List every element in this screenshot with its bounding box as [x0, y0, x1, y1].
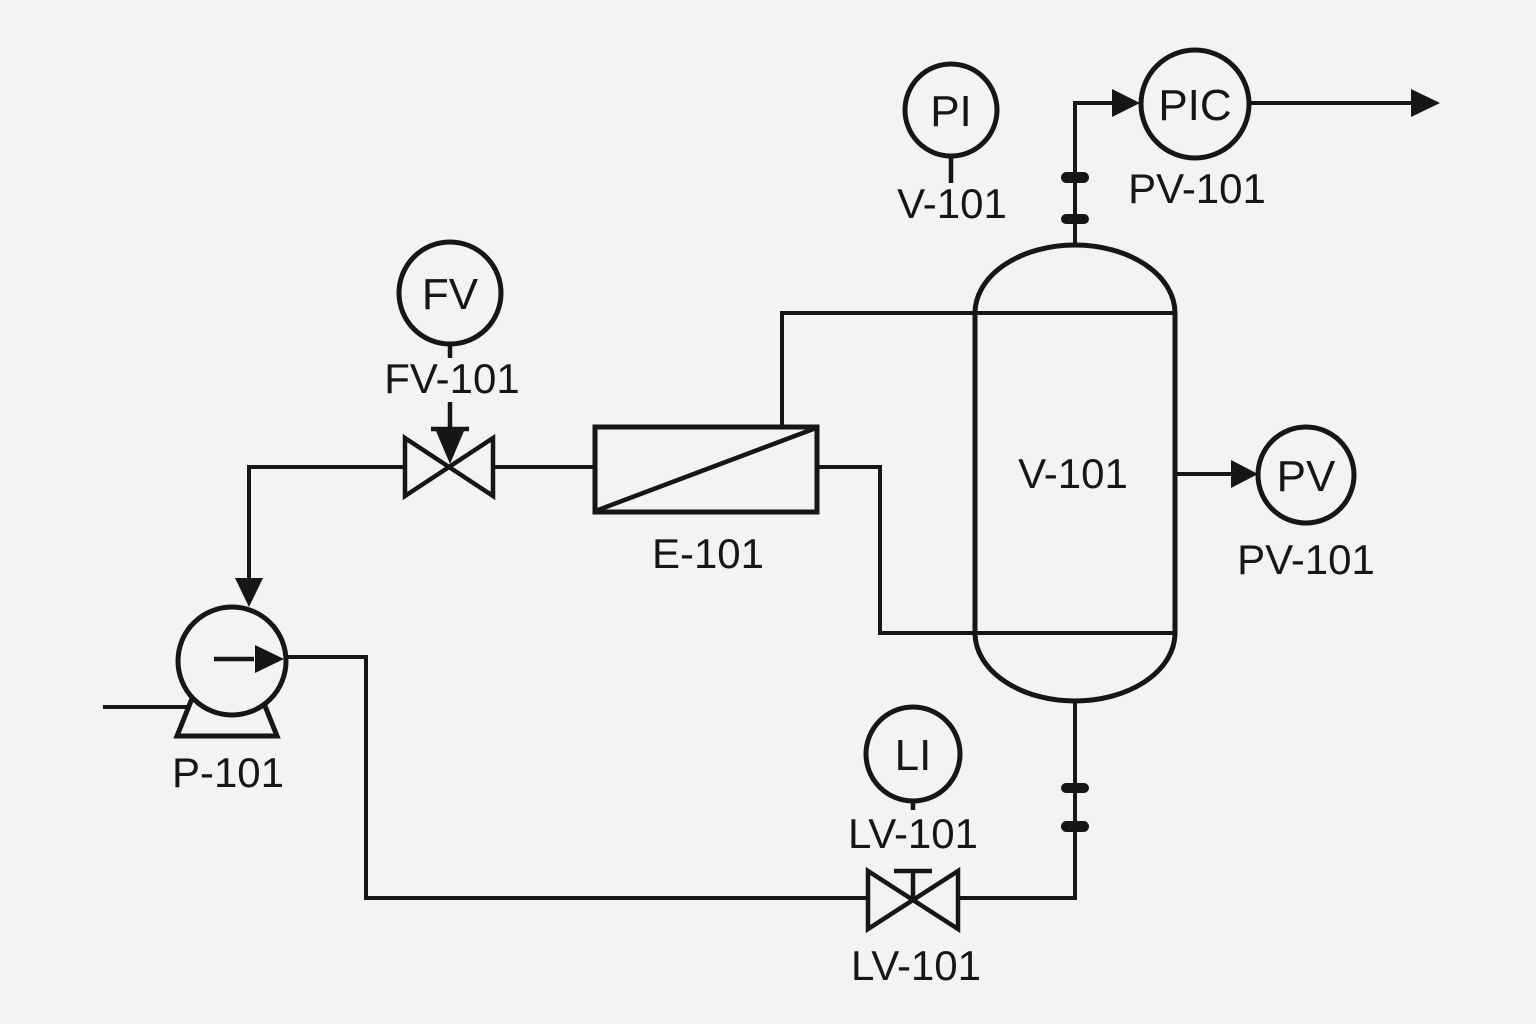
instrument-bubble	[902, 61, 1000, 159]
instrument-pi: PI V-101	[897, 61, 1007, 227]
vessel-label: V-101	[1018, 450, 1128, 497]
instrument-li: LI LV-101	[848, 704, 978, 857]
pipe-exchanger-to-vessel-bottom	[817, 465, 1175, 635]
instrument-bubble	[1255, 424, 1357, 526]
arrow-into-pic	[1112, 89, 1140, 117]
pump-p101	[173, 604, 289, 739]
pipe-fv-to-pump	[247, 465, 405, 579]
process-piping	[103, 101, 1412, 900]
flow-arrows	[235, 89, 1440, 607]
pipe-exchanger-to-vessel-top	[780, 311, 1175, 427]
flange-ticks	[1061, 172, 1089, 832]
instrument-bubble	[1138, 47, 1252, 161]
instrument-label: FV-101	[384, 355, 519, 402]
instrument-tag: LI	[895, 731, 932, 780]
instrument-label: V-101	[897, 180, 1007, 227]
flow-valve-fv101	[402, 402, 496, 501]
flange-tick	[1061, 783, 1089, 793]
flange-tick	[1061, 172, 1089, 183]
instrument-label: LV-101	[848, 810, 978, 857]
pipe-vessel-top-to-pic	[1073, 101, 1112, 245]
instrument-bubble	[396, 239, 504, 347]
instrument-bubble	[863, 704, 963, 804]
exchanger-diagonal	[597, 425, 817, 513]
pump-arrow-head	[255, 645, 284, 673]
pipe-pump-discharge	[286, 655, 868, 900]
instrument-pic: PIC PV-101	[1128, 47, 1266, 212]
instrument-tag: PIC	[1158, 81, 1231, 130]
valve-body	[402, 433, 496, 501]
valve-body	[865, 866, 961, 934]
instrument-tag: FV	[422, 270, 479, 319]
instrument-tag: PI	[930, 87, 972, 136]
level-valve-label: LV-101	[851, 942, 981, 989]
instrument-pv: PV PV-101	[1237, 424, 1375, 583]
instrument-label: PV-101	[1237, 536, 1375, 583]
exchanger-label: E-101	[652, 530, 764, 577]
arrow-pic-outlet	[1411, 89, 1440, 117]
flange-tick	[1061, 821, 1089, 832]
arrow-into-pv	[1231, 460, 1258, 488]
instrument-tag: PV	[1277, 452, 1336, 501]
level-valve-lv101	[865, 866, 961, 934]
instrument-label: PV-101	[1128, 165, 1266, 212]
instrument-fv: FV FV-101	[384, 239, 520, 402]
arrow-into-pump	[235, 578, 263, 607]
actuator-arrow	[436, 431, 464, 464]
pipe-lv-to-vessel-bottom	[958, 700, 1077, 900]
flange-tick	[1061, 214, 1089, 224]
exchanger-e101	[592, 424, 820, 515]
pump-label: P-101	[172, 749, 284, 796]
